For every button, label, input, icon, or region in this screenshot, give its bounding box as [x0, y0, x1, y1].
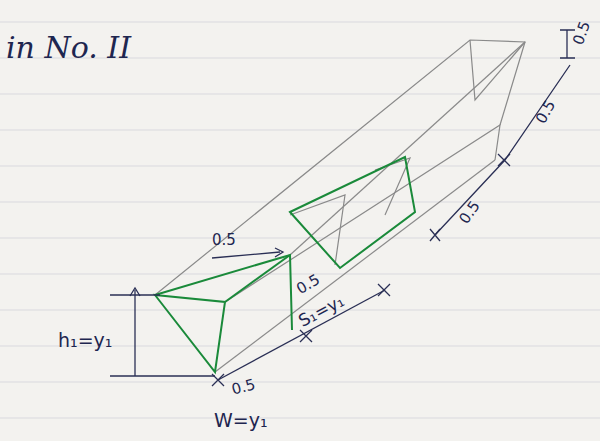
dimension-label: h₁=y₁ — [58, 331, 112, 350]
dimension-value: 0.5 — [294, 272, 322, 297]
dimension-value: 0.5 — [230, 377, 257, 398]
dimension-label: W=y₁ — [214, 411, 268, 430]
paper-lines — [0, 22, 600, 418]
dimension-value: 0.5 — [571, 19, 593, 47]
dimension-value: 0.5 — [212, 233, 236, 248]
dimension-value: 0.5 — [534, 98, 559, 126]
prism-outline — [155, 40, 525, 372]
dimension-lines — [110, 30, 575, 386]
sheet-title: in No. II — [6, 33, 131, 63]
fin-green — [155, 157, 415, 372]
